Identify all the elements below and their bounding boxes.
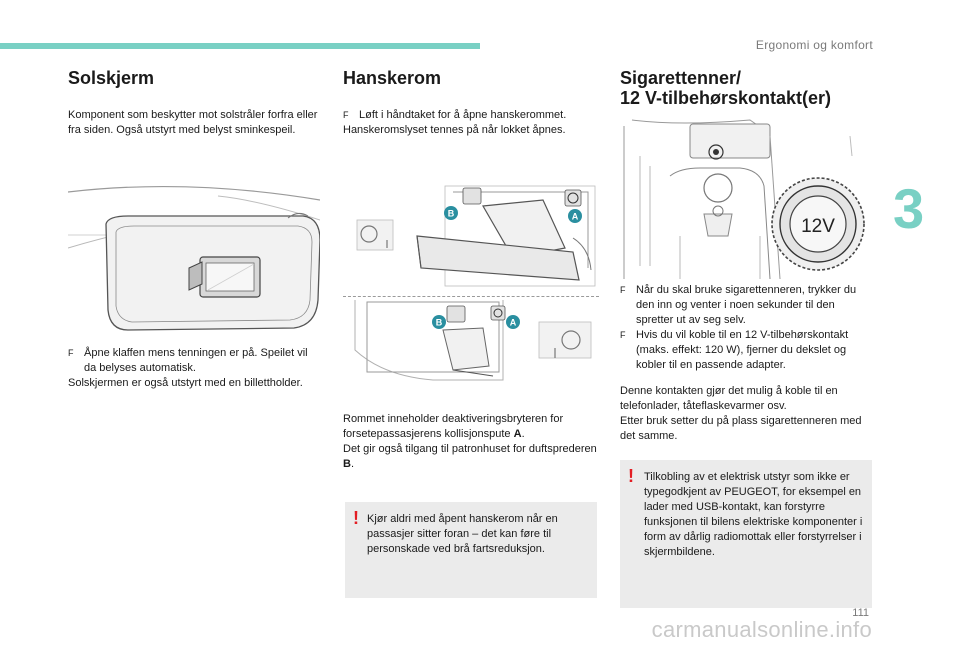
bullet-marker: F <box>343 110 349 120</box>
bullet-marker: F <box>620 285 626 295</box>
lighter-socket-illustration: 12V <box>620 116 876 279</box>
sigarettenner-title-line2: 12 V-tilbehørskontakt(er) <box>620 88 832 108</box>
illustration-divider <box>343 296 599 297</box>
sigarettenner-bullet-2-text: Hvis du vil koble til en 12 V-tilbehørsk… <box>636 329 849 371</box>
warning-icon: ! <box>353 508 359 528</box>
hanskerom-period: . <box>350 458 355 470</box>
column-hanskerom: Hanskerom F Løft i håndtaket for å åpne h… <box>343 68 599 138</box>
socket-12v-label: 12V <box>801 216 835 237</box>
hanskerom-ref-b: B <box>343 458 351 470</box>
glovebox-label-b: B <box>448 209 455 219</box>
warning-icon: ! <box>628 466 634 486</box>
hanskerom-bullet: F Løft i håndtaket for å åpne hanskeromme… <box>343 108 599 123</box>
column-solskjerm: Solskjerm Komponent som beskytter mot so… <box>68 68 318 138</box>
hanskerom-body-1: Rommet inneholder deaktiveringsbryteren … <box>343 412 599 442</box>
glovebox-open-illustration: B A <box>343 178 601 292</box>
hanskerom-ref-a: A <box>513 428 522 440</box>
bullet-marker: F <box>68 348 74 358</box>
column-sigarettenner: Sigarettenner/ 12 V-tilbehørskontakt(er) <box>620 68 874 108</box>
hanskerom-bullet-text: Løft i håndtaket for å åpne hanskerommet… <box>359 109 567 121</box>
solskjerm-intro: Komponent som beskytter mot solstråler f… <box>68 109 318 136</box>
solskjerm-title: Solskjerm <box>68 68 155 88</box>
hanskerom-title: Hanskerom <box>343 68 442 88</box>
solskjerm-instructions: F Åpne klaffen mens tenningen er på. Spei… <box>68 346 320 391</box>
sigarettenner-bullet-1: F Når du skal bruke sigarettenneren, tryk… <box>620 283 874 328</box>
hanskerom-body-2-text: Det gir også tilgang til patronhuset for… <box>343 443 597 455</box>
sigarettenner-warning-box: ! Tilkobling av et elektrisk utstyr som … <box>620 460 872 608</box>
sunvisor-illustration <box>68 180 320 338</box>
hanskerom-period: . <box>521 428 525 440</box>
glovebox-closed-label-a: A <box>510 318 517 328</box>
hanskerom-warning-text: Kjør aldri med åpent hanskerom når en pa… <box>367 513 558 555</box>
watermark: carmanualsonline.info <box>651 617 872 642</box>
glovebox-label-a: A <box>572 212 579 222</box>
glovebox-closed-illustration: B A <box>343 300 601 384</box>
sigarettenner-body-2: Etter bruk setter du på plass sigaretten… <box>620 415 862 442</box>
sigarettenner-body-1: Denne kontakten gjør det mulig å koble t… <box>620 385 838 412</box>
hanskerom-light-text: Hanskeromslyset tennes på når lokket åpn… <box>343 124 566 136</box>
bullet-marker: F <box>620 330 626 340</box>
sigarettenner-bullet-2: F Hvis du vil koble til en 12 V-tilbehørs… <box>620 328 874 373</box>
solskjerm-note: Solskjermen er også utstyrt med en bille… <box>68 377 303 389</box>
sigarettenner-bullet-1-text: Når du skal bruke sigarettenneren, trykk… <box>636 284 857 326</box>
page-number: 111 <box>852 607 869 619</box>
hanskerom-body-2: Det gir også tilgang til patronhuset for… <box>343 442 599 472</box>
solskjerm-bullet: F Åpne klaffen mens tenningen er på. Spei… <box>68 346 320 376</box>
sigarettenner-warning-text: Tilkobling av et elektrisk utstyr som ik… <box>644 471 863 558</box>
hanskerom-warning-box: ! Kjør aldri med åpent hanskerom når en … <box>345 502 597 598</box>
hanskerom-body-1-text: Rommet inneholder deaktiveringsbryteren … <box>343 413 564 440</box>
glovebox-closed-label-b: B <box>436 318 443 328</box>
sigarettenner-title-line1: Sigarettenner/ <box>620 68 742 88</box>
hanskerom-body: Rommet inneholder deaktiveringsbryteren … <box>343 412 599 472</box>
section-header: Ergonomi og komfort <box>755 38 873 52</box>
chapter-number: 3 <box>893 177 925 240</box>
sigarettenner-instructions: F Når du skal bruke sigarettenneren, tryk… <box>620 283 874 444</box>
top-accent-bar <box>0 43 480 49</box>
solskjerm-bullet-text: Åpne klaffen mens tenningen er på. Speil… <box>84 347 308 374</box>
